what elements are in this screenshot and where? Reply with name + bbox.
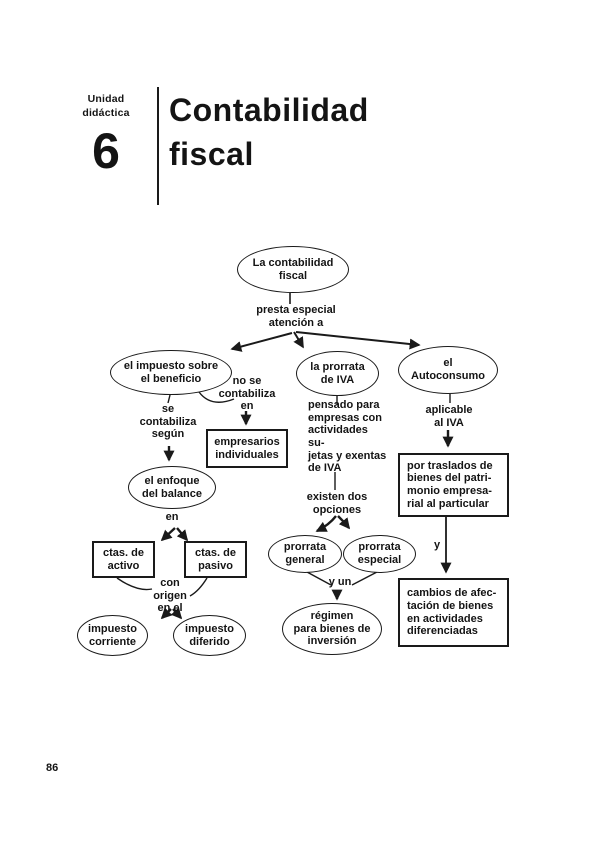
chapter-title: Contabilidad fiscal xyxy=(169,92,369,173)
node-ctas-de-pasivo: ctas. de pasivo xyxy=(184,541,247,578)
node-prorrata-general: prorrata general xyxy=(268,535,342,573)
edge-label-aplicable-al-iva: aplicable al IVA xyxy=(425,404,473,429)
node-la-contabilidad-fiscal: La contabilidad fiscal xyxy=(237,246,349,293)
node-traslados-de-bienes: por traslados de bienes del patri- monio… xyxy=(398,453,509,517)
node-impuesto-sobre-beneficio: el impuesto sobre el beneficio xyxy=(110,350,232,395)
edge-existen-general xyxy=(315,515,337,533)
edge-to-autoconsumo xyxy=(295,331,421,350)
edge-en-activo xyxy=(160,527,176,542)
node-autoconsumo: el Autoconsumo xyxy=(398,346,498,394)
edge-label-y-un: y un xyxy=(328,576,352,589)
edge-label-no-se-contabiliza-en: no se contabiliza en xyxy=(218,375,276,413)
edge-label-presta-especial: presta especial atención a xyxy=(256,304,336,329)
node-enfoque-del-balance: el enfoque del balance xyxy=(128,466,216,509)
node-ctas-de-activo: ctas. de activo xyxy=(92,541,155,578)
unit-label: Unidad didáctica xyxy=(82,93,130,120)
edge-label-y: y xyxy=(433,539,441,552)
node-impuesto-corriente: impuesto corriente xyxy=(77,615,148,656)
edge-label-en: en xyxy=(165,510,179,523)
edge-to-prorrata xyxy=(293,331,304,349)
node-impuesto-diferido: impuesto diferido xyxy=(173,615,246,656)
edge-label-pensado-para: pensado para empresas con actividades su… xyxy=(308,399,387,475)
unit-number: 6 xyxy=(92,123,120,179)
node-prorrata-especial: prorrata especial xyxy=(343,535,416,573)
node-regimen-bienes-inversion: régimen para bienes de inversión xyxy=(282,603,382,655)
node-prorrata-de-iva: la prorrata de IVA xyxy=(296,351,379,396)
edge-to-impuesto xyxy=(230,332,293,352)
edge-label-existen-dos-opciones: existen dos opciones xyxy=(306,491,368,516)
edge-en-pasivo xyxy=(176,527,189,542)
node-empresarios-individuales: empresarios individuales xyxy=(206,429,288,468)
edge-label-se-contabiliza-segun: se contabiliza según xyxy=(139,403,197,441)
page-number: 86 xyxy=(46,762,59,774)
header-divider xyxy=(157,87,159,205)
node-cambios-de-afectacion: cambios de afec- tación de bienes en act… xyxy=(398,578,509,647)
edge-label-con-origen-en-el: con origen en el xyxy=(153,577,187,615)
